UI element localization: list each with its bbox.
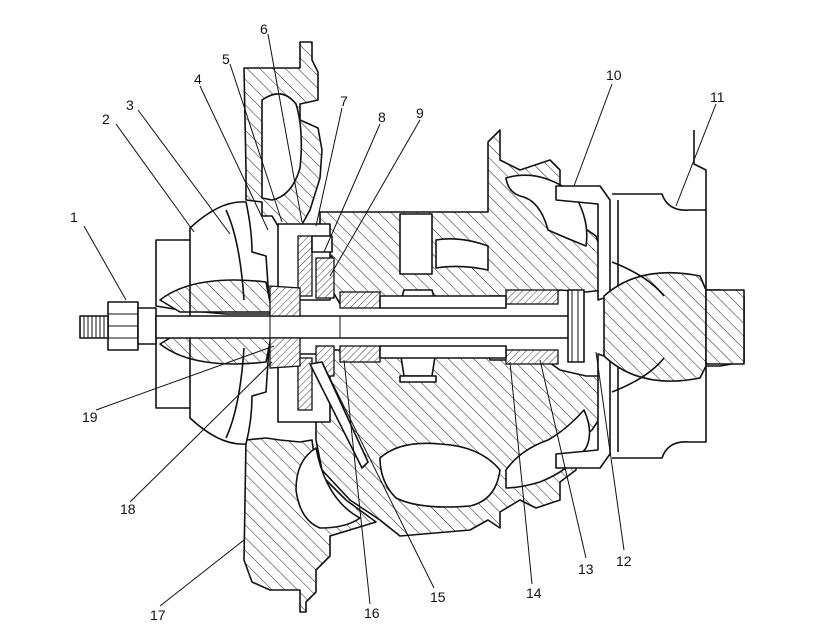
turbine-wheel <box>603 261 745 393</box>
callout-12: 12 <box>616 553 632 569</box>
leader-16 <box>343 359 371 605</box>
callout-9: 9 <box>416 105 424 121</box>
callout-16: 16 <box>364 605 380 621</box>
piston-ring-seal <box>567 289 585 363</box>
oil-deflector <box>309 361 369 469</box>
callout-17: 17 <box>150 607 166 623</box>
callout-7: 7 <box>340 93 348 109</box>
callout-14: 14 <box>526 585 542 601</box>
leader-13 <box>539 359 587 559</box>
bearing-spacer <box>379 295 507 359</box>
leader-12 <box>595 351 625 551</box>
heat-shield <box>555 185 611 469</box>
callout-18: 18 <box>120 501 136 517</box>
callout-labels: 1 2 3 4 5 6 7 8 9 10 11 12 13 14 15 16 1… <box>70 21 725 623</box>
leader-3 <box>137 109 231 235</box>
callout-8: 8 <box>378 109 386 125</box>
callout-5: 5 <box>222 51 230 67</box>
callout-13: 13 <box>578 561 594 577</box>
leader-8 <box>323 123 381 253</box>
callout-10: 10 <box>606 67 622 83</box>
compressor-housing <box>243 41 377 613</box>
leader-7 <box>315 107 343 227</box>
leader-1 <box>83 225 127 301</box>
leader-5 <box>229 63 283 223</box>
bearing-housing <box>315 129 605 537</box>
shaft-nut <box>107 301 157 351</box>
leader-lines <box>83 33 717 607</box>
leader-18 <box>129 361 273 503</box>
leader-19 <box>95 345 275 411</box>
leader-6 <box>267 33 303 223</box>
callout-11: 11 <box>710 89 725 105</box>
callout-3: 3 <box>126 97 134 113</box>
callout-15: 15 <box>430 589 446 605</box>
leader-10 <box>573 83 613 187</box>
callout-2: 2 <box>102 111 110 127</box>
leader-9 <box>329 119 421 277</box>
compressor-wheel <box>155 201 273 445</box>
turbine-shaft <box>155 315 577 339</box>
threaded-shaft-end <box>79 315 109 339</box>
leader-2 <box>115 123 195 233</box>
callout-19: 19 <box>82 409 98 425</box>
journal-bearing-turbine-side <box>505 289 559 365</box>
callout-1: 1 <box>70 209 78 225</box>
leader-17 <box>159 539 245 607</box>
callout-6: 6 <box>260 21 268 37</box>
leader-11 <box>675 103 717 207</box>
leader-14 <box>509 361 533 585</box>
leader-4 <box>199 85 269 231</box>
callout-4: 4 <box>194 71 202 87</box>
leader-15 <box>321 361 435 589</box>
